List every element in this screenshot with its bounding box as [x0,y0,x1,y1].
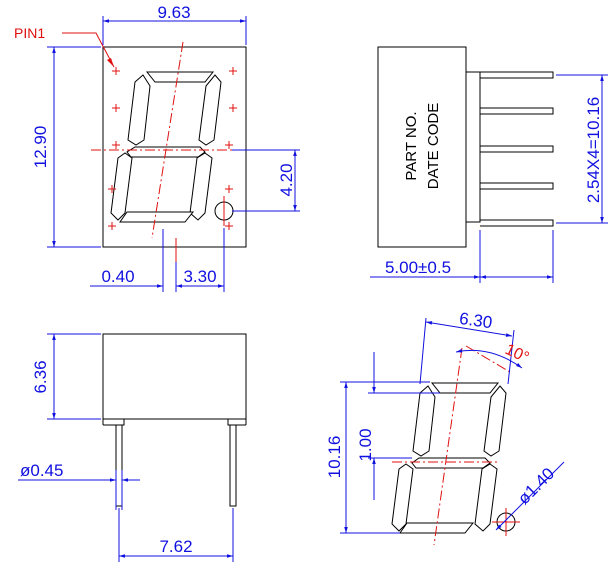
bottom-view: 6.36 ø0.45 7.62 [18,333,247,562]
segment-b [198,74,222,146]
segment-a [145,71,215,83]
segment-e [110,152,133,221]
segment-c [189,152,213,221]
bottom-lead-right [229,425,237,507]
front-digit-segments [110,71,234,223]
front-centerlines [91,41,240,290]
part-no-label: PART NO. [403,111,420,180]
side-lead-2 [480,107,554,115]
lead-length-dimension: 5.00±0.5 [385,258,451,277]
front-width-dimension: 9.63 [157,3,190,22]
front-body-outline [102,46,247,248]
segment-offset-dimension: 3.30 [183,267,216,286]
segment-detail-view: 6.30 10° 10.16 1.00 ø1.40 [325,309,565,546]
segment-d [119,211,195,223]
bottom-lead-left [115,425,123,507]
front-height-dimension: 12.90 [31,126,50,169]
left-offset-dimension: 0.40 [101,267,134,286]
bottom-body-outline [102,333,247,420]
side-body-outline [377,46,467,248]
segment-f [127,74,151,146]
side-lead-3 [480,145,554,153]
side-lead-5 [480,219,554,227]
pin1-leader [62,32,115,68]
segment-width-dimension: 1.00 [356,428,375,461]
bottom-height-dimension: 6.36 [31,360,50,393]
dp-offset-dimension: 4.20 [277,163,296,196]
side-lead-1 [480,71,554,79]
tilt-angle-dimension: 10° [502,341,531,367]
digit-width-dimension: 6.30 [458,309,493,332]
date-code-label: DATE CODE [425,103,442,189]
front-view: PIN1 9.63 12.90 4.20 0.40 3.30 [14,3,300,292]
side-view: PART NO. DATE CODE 2.54X4=10.16 5.00±0.5 [370,46,608,283]
lead-spacing-dimension: 7.62 [159,537,192,556]
side-lead-4 [480,182,554,190]
lead-diameter-dimension: ø0.45 [20,461,63,480]
detail-digit-segments [391,382,516,534]
pin1-label: PIN1 [14,25,45,41]
dp-diameter-dimension: ø1.40 [514,464,558,508]
pin-pitch-dimension: 2.54X4=10.16 [584,97,603,203]
digit-height-dimension: 10.16 [325,436,344,479]
